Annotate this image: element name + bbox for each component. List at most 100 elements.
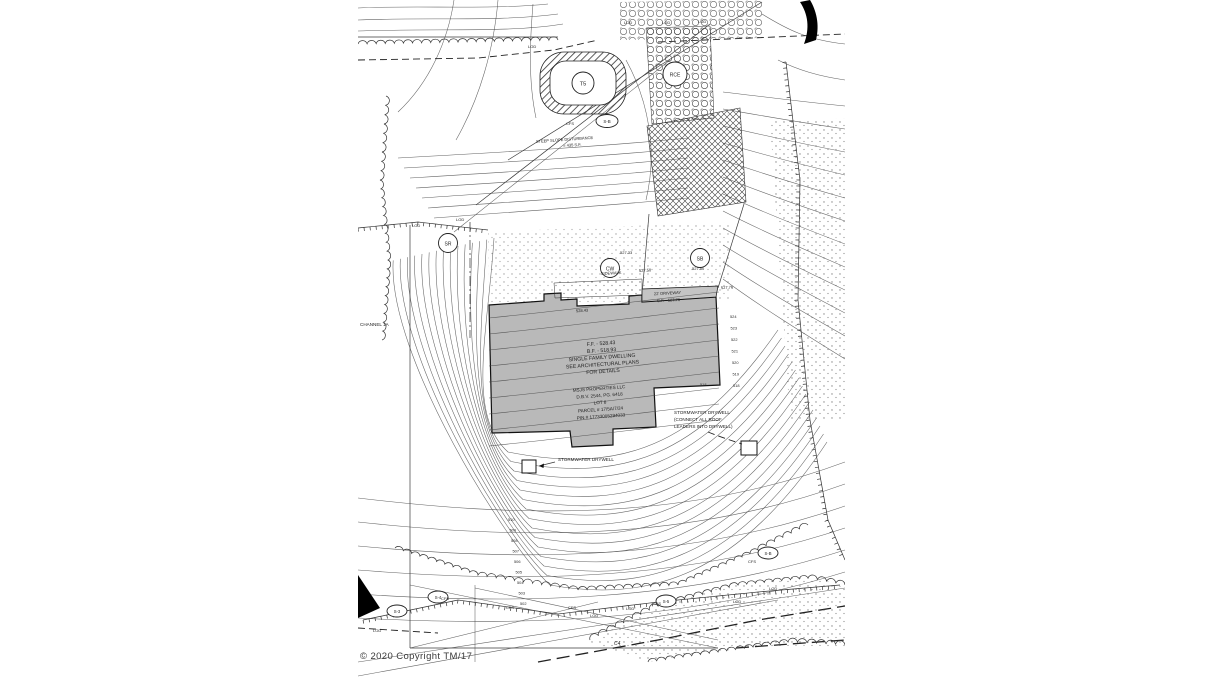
parcel-number: PARCEL # 17/5A/7/24 <box>578 405 624 413</box>
drywell-east-line3: LEADERS INTO DRYWELL) <box>674 424 733 429</box>
steep-slope-line2: = 435 S.F. <box>563 142 581 148</box>
sidewalk-label: SIDEWALK <box>601 270 622 276</box>
contour-line <box>488 419 720 447</box>
contour-line <box>407 257 821 572</box>
contour-line <box>442 249 803 525</box>
contour-line <box>482 237 779 460</box>
drywell-east-line2: (CONNECT ALL ROOF <box>674 417 722 422</box>
lod-label: LOD <box>412 223 420 228</box>
elev-52733: 527.33 <box>620 250 633 255</box>
contour-label: 523 <box>731 326 738 331</box>
lod-labels: LOD LOD LOD LOD LOD LOD LOD LOD LOD LOD … <box>373 19 777 633</box>
edge-wedge-symbol <box>358 575 380 618</box>
contour-line <box>449 247 800 516</box>
steep-slope-line1: STEEP SLOPE DISTURBANCE <box>536 135 594 144</box>
cfs-label: CFS <box>568 605 576 610</box>
contour-line <box>392 260 828 591</box>
lod-label: LOD <box>528 44 536 49</box>
marker-sr: SR <box>445 242 452 248</box>
contour-label-518: 518 <box>700 382 707 387</box>
marker-s-b: S-B <box>603 119 610 124</box>
contour-line <box>488 291 720 319</box>
contour-line <box>358 483 845 534</box>
driveway-apron <box>641 285 719 303</box>
contour-line <box>358 461 845 512</box>
contour-line <box>488 371 720 399</box>
building-footprint <box>488 278 721 448</box>
lod-label: LOD <box>698 19 706 24</box>
cfs-label: CFS <box>506 605 514 610</box>
lod-label: LOD <box>456 217 464 222</box>
building-note-1: SEE ARCHITECTURAL PLANS <box>566 359 640 370</box>
limit-of-disturbance-east <box>782 61 845 561</box>
contour-line <box>457 245 796 507</box>
contour-line <box>488 339 720 367</box>
contour-line <box>400 258 824 581</box>
contour-label: 502 <box>520 601 527 606</box>
lod-label: LOD <box>624 20 632 25</box>
stormwater-drywells <box>521 431 758 474</box>
contour-label: 522 <box>731 337 738 342</box>
channel-label: CHANNEL 1A <box>360 322 390 327</box>
contour-line <box>397 0 455 113</box>
building-bf-elev: B.F. - 518.93 <box>587 347 617 355</box>
textured-regions <box>488 0 845 662</box>
contour-line <box>488 355 720 383</box>
building-note-2: FOR DETAILS <box>586 368 621 376</box>
lod-label: LOD <box>769 586 777 591</box>
lod-label: LOD <box>626 606 634 611</box>
contour-line <box>488 323 720 351</box>
contour-labels-right: 524 523 522 521 520 519 518 <box>730 314 740 388</box>
rce-marker-circle <box>662 61 688 87</box>
lod-label: LOD <box>373 628 381 633</box>
north-flag-symbol <box>800 0 818 44</box>
c4-line-label: C4 <box>614 641 621 647</box>
swale-stipple-band <box>590 577 845 662</box>
contour-line <box>488 307 720 335</box>
contour-label: 520 <box>732 360 739 365</box>
slope-stipple-band <box>770 118 845 420</box>
contour-line <box>470 242 789 488</box>
contour-line <box>414 255 817 563</box>
contour-line <box>480 239 782 469</box>
contour-line <box>415 167 689 189</box>
contour-line <box>358 23 564 32</box>
marker-s-5: S-5 <box>663 599 670 604</box>
lod-label: LOD <box>662 20 670 25</box>
contour-line <box>435 250 807 535</box>
elev-52750-a: 527.50 <box>639 267 652 273</box>
owner-info-block: MSJS PROPERTIES LLC D.B.V. 2544, PG. 641… <box>573 384 627 421</box>
contours-over-building <box>488 291 720 447</box>
drywell-east-line1: STORMWATER DRYWELL <box>674 410 730 415</box>
cfs-label: CFS <box>653 601 661 606</box>
contour-line <box>409 157 689 179</box>
elev-52750-b: 527.50 <box>692 266 705 271</box>
text-labels: F.F. - 528.43 B.F. - 518.93 SINGLE FAMIL… <box>360 19 777 662</box>
contour-label: 503 <box>519 591 526 596</box>
contour-line <box>358 505 845 556</box>
contour-line <box>358 527 845 578</box>
marker-s-4: S-4 <box>435 595 442 600</box>
contour-line <box>421 177 689 199</box>
infiltration-bed-area <box>646 107 747 217</box>
lot-number: LOT 8 <box>594 400 607 406</box>
contour-line <box>488 403 720 431</box>
owner-name: MSJS PROPERTIES LLC <box>573 384 627 393</box>
contour-line <box>488 387 720 415</box>
contour-label: 508 <box>511 538 518 543</box>
cfs-label: CFS <box>441 596 449 601</box>
stormwater-drywell-label-west: STORMWATER DRYWELL <box>558 457 614 462</box>
contour-line <box>428 252 810 544</box>
deed-ref: D.B.V. 2544, PG. 6418 <box>576 391 623 399</box>
drywell-square-east <box>740 440 758 456</box>
steep-slope-note: STEEP SLOPE DISTURBANCE = 435 S.F. <box>536 135 594 148</box>
cfs-label: CFS <box>748 559 756 564</box>
elev-52843: 528.43 <box>576 308 589 314</box>
lod-label: LOD <box>590 613 598 618</box>
contour-label: 524 <box>730 314 737 319</box>
contour-line <box>421 253 814 553</box>
copyright-watermark: © 2020 Copyright TM/17 <box>360 651 472 662</box>
marker-s-3: S-3 <box>394 609 401 614</box>
site-plan-drawing: T5 RCE S-B S-4 S-3 S-5 S-B SR CW SB <box>358 0 845 677</box>
